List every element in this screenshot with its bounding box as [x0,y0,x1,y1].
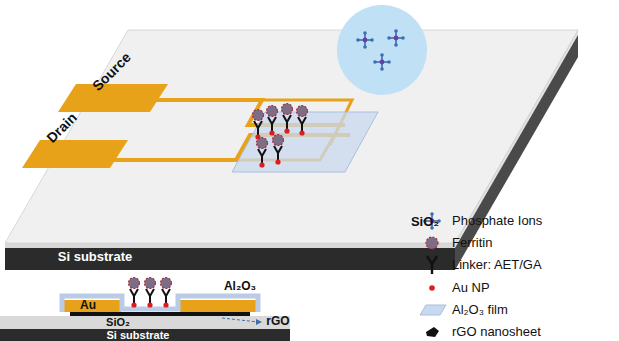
legend-text: Al₂O₃ film [452,303,508,317]
au-np-icon [429,285,435,291]
ferritin-icon [426,237,438,249]
legend-text: Phosphate Ions [452,214,542,228]
cs-rgo [70,312,250,316]
cs-substrate [0,329,290,341]
rgo-leader-head [256,319,262,325]
layer-label: SiO₂ [411,215,439,229]
layer-label: Si substrate [107,329,170,341]
cs-oxide [0,316,290,329]
legend-text: Au NP [452,281,490,295]
layer-label: Au [80,299,96,312]
drain-pad [22,140,128,168]
substrate-front [5,243,455,270]
legend-text: Linker: AET/GA [452,258,542,272]
rgo-icon [426,327,439,337]
cs-au-right [180,300,258,312]
layer-label: rGO [266,315,289,328]
cs-au-left [63,300,121,312]
rgo-leader [222,318,258,322]
oxide-top [5,30,578,243]
layer-label: SiO₂ [106,316,130,328]
linker-icon [427,256,437,274]
cs-al2o3 [62,296,258,312]
al2o3-icon [420,305,446,315]
legend-text: Ferritin [452,236,492,250]
layer-label: Si substrate [58,250,132,264]
oxide-front [5,243,455,248]
solution-droplet [337,5,427,95]
legend-text: rGO nanosheet [452,325,541,339]
layer-label: Al₂O₃ [224,280,256,293]
al2o3-film [232,112,378,172]
